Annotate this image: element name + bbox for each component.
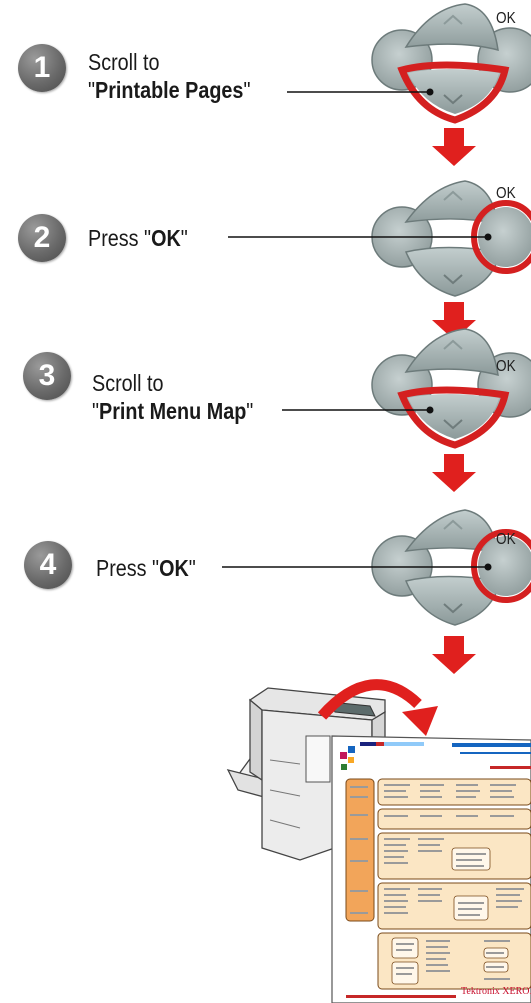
keypad-step-4 xyxy=(371,509,531,626)
down-arrow-2 xyxy=(432,302,476,340)
down-arrow-4 xyxy=(432,636,476,674)
keypad-step-3 xyxy=(371,328,531,449)
step-3-line-1: Scroll to xyxy=(92,370,164,396)
ok-label-2: OK xyxy=(496,185,516,202)
ok-button-highlight xyxy=(471,529,531,603)
ok-label-3: OK xyxy=(496,358,516,375)
down-button xyxy=(408,69,499,114)
down-arrow-1 xyxy=(432,128,476,166)
printer-icon xyxy=(226,687,386,861)
down-arrow-icon xyxy=(443,94,463,105)
ok-label-4: OK xyxy=(496,531,516,548)
ok-label-1: OK xyxy=(496,10,516,27)
down-arrow-3 xyxy=(432,454,476,492)
step-3-instruction: Scroll to "Print Menu Map" xyxy=(92,369,253,425)
down-button xyxy=(404,575,501,626)
step-2-badge: 2 xyxy=(18,214,66,262)
down-button xyxy=(408,394,499,439)
up-arrow-icon xyxy=(443,339,463,350)
up-button xyxy=(404,3,499,52)
up-arrow-icon xyxy=(443,519,463,530)
down-arrow-icon xyxy=(443,419,463,430)
leader-dot-1 xyxy=(426,88,434,96)
step-3-menu-name: Print Menu Map xyxy=(99,398,247,424)
step-3-line-2: "Print Menu Map" xyxy=(92,398,254,424)
up-arrow-icon xyxy=(443,190,463,201)
step-3-badge: 3 xyxy=(23,352,71,400)
up-button xyxy=(404,509,499,554)
up-button xyxy=(404,180,499,225)
ok-button xyxy=(478,207,531,267)
step-4-key-name: OK xyxy=(159,555,189,581)
step-1-menu-name: Printable Pages xyxy=(95,77,244,103)
down-button-highlight xyxy=(397,386,510,449)
ok-button xyxy=(478,536,531,596)
menu-map-printout xyxy=(331,735,531,1003)
printout-brand-logo: Tektronix XEROX xyxy=(461,986,531,997)
output-curve-arrow xyxy=(317,679,422,720)
up-button xyxy=(404,328,499,377)
step-1-line-1: Scroll to xyxy=(88,49,160,75)
step-2-instruction: Press "OK" xyxy=(88,225,188,251)
leader-dot-4 xyxy=(484,563,492,571)
step-4-badge: 4 xyxy=(24,541,72,589)
step-2-key-name: OK xyxy=(151,225,181,251)
keypad-step-1 xyxy=(371,3,531,124)
leader-dot-2 xyxy=(484,233,492,241)
down-arrow-icon xyxy=(443,274,463,285)
step-1-line-2: "Printable Pages" xyxy=(88,77,251,103)
output-curve-arrowhead xyxy=(402,706,438,736)
down-button xyxy=(404,246,501,297)
down-button-highlight xyxy=(397,61,510,124)
step-4-instruction: Press "OK" xyxy=(96,555,196,581)
down-arrow-icon xyxy=(443,603,463,614)
step-1-instruction: Scroll to "Printable Pages" xyxy=(88,48,250,104)
step-1-badge: 1 xyxy=(18,44,66,92)
leader-dot-3 xyxy=(426,406,434,414)
up-arrow-icon xyxy=(443,14,463,25)
